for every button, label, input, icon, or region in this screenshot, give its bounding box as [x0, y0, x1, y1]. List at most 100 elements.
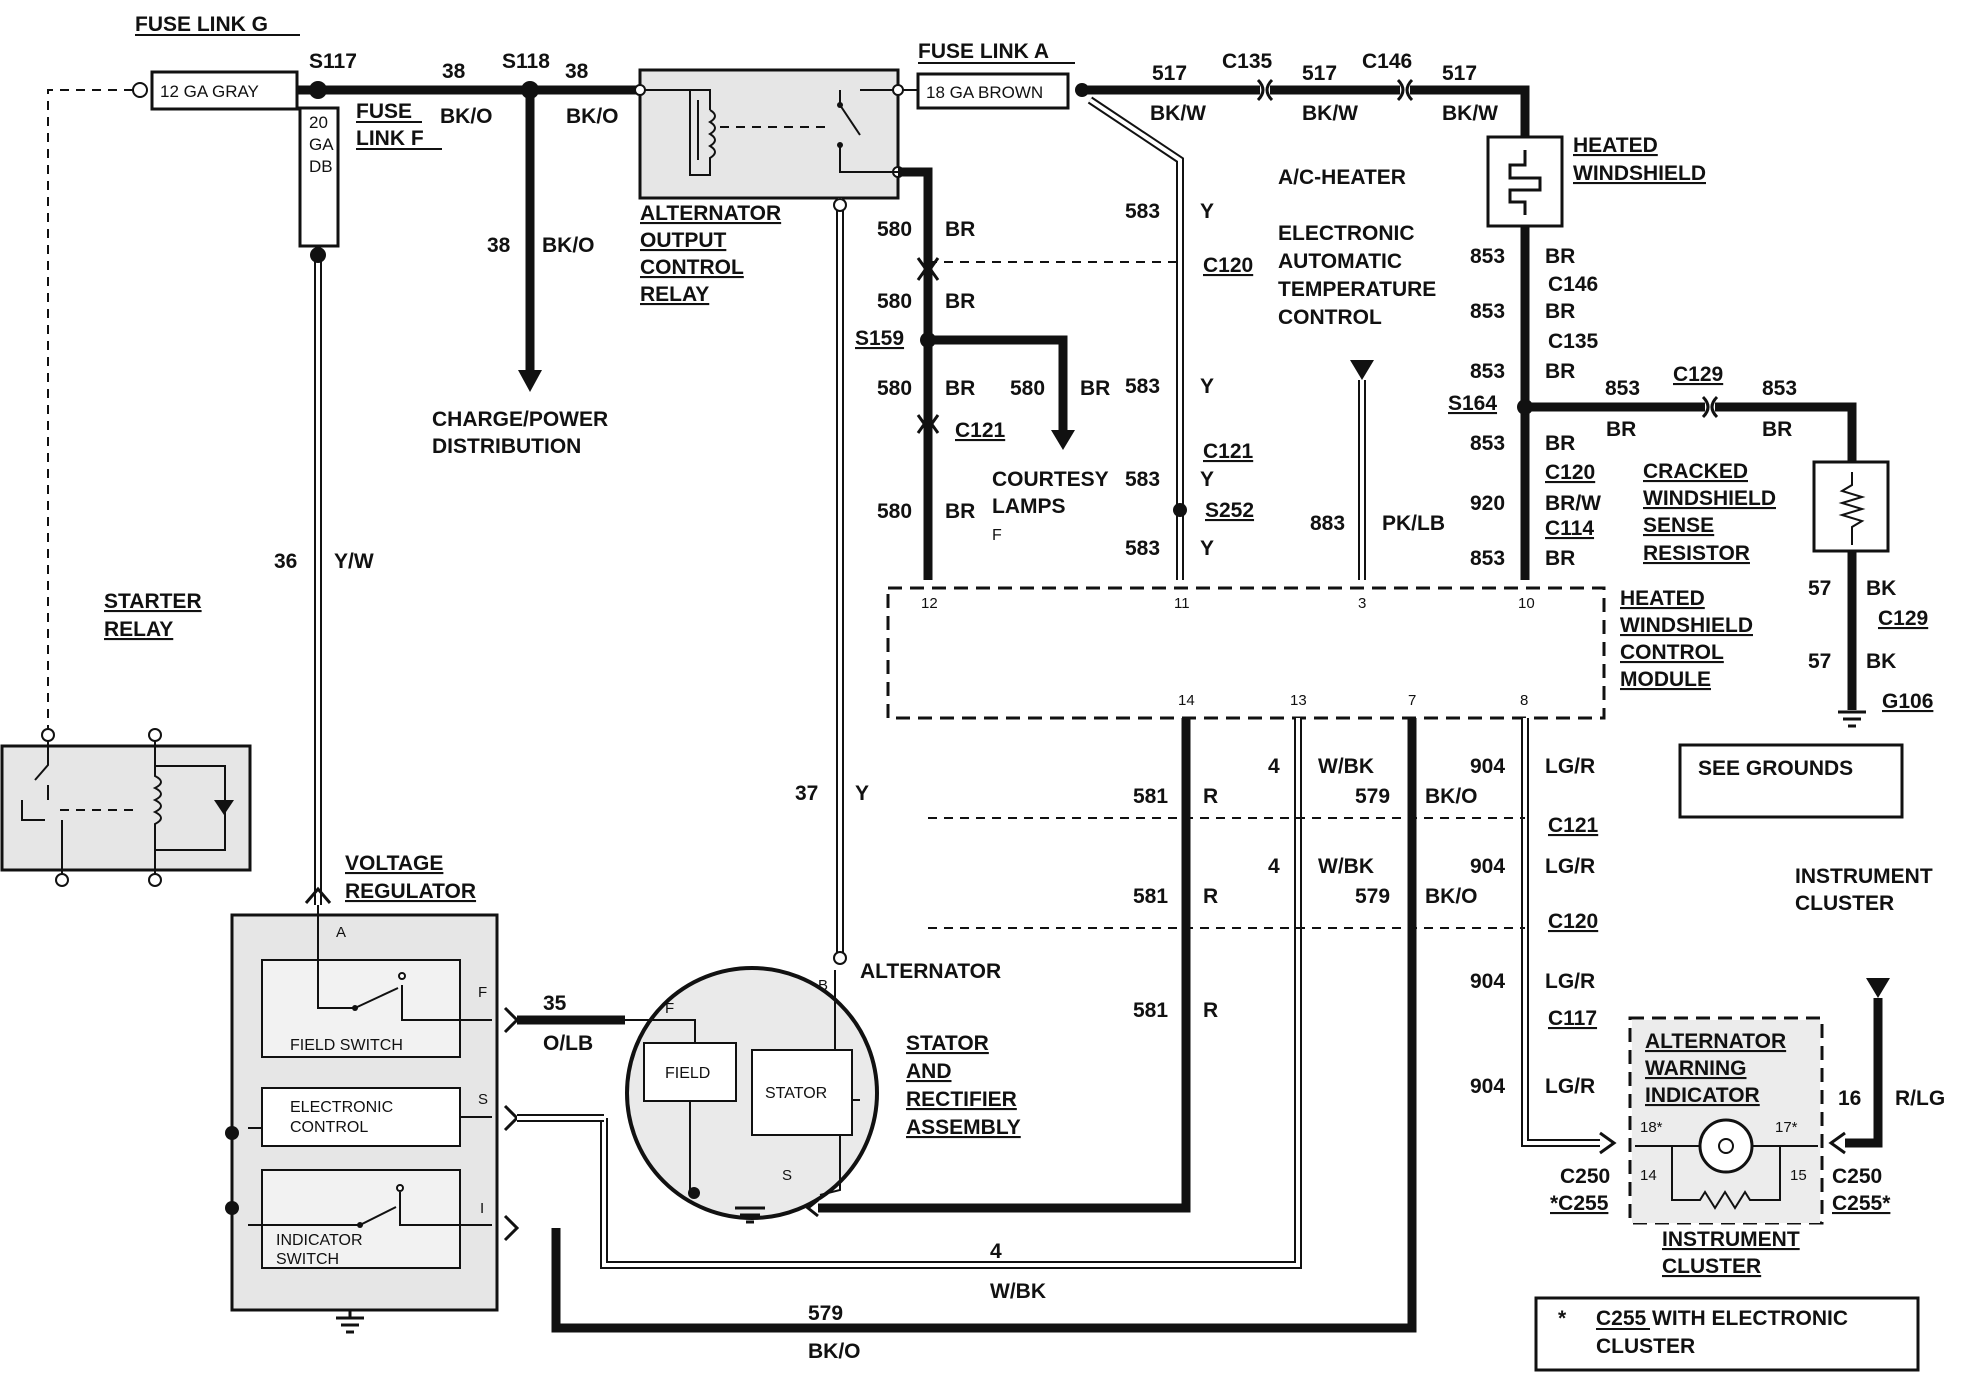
- diagram-label: RELAY: [640, 283, 709, 306]
- diagram-label: 580: [877, 377, 912, 400]
- fuse-link-f-label: FUSE: [356, 100, 412, 123]
- diagram-label: 3: [1358, 595, 1366, 612]
- diagram-label: LG/R: [1545, 755, 1595, 778]
- diagram-label: RELAY: [104, 618, 173, 641]
- diagram-label: 853: [1470, 360, 1505, 383]
- diagram-label: DB: [309, 157, 333, 176]
- diagram-label: TEMPERATURE: [1278, 278, 1436, 301]
- diagram-label: 581: [1133, 785, 1168, 808]
- diagram-label: C129: [1673, 363, 1723, 386]
- diagram-label: 4: [990, 1240, 1002, 1263]
- diagram-label: Y: [855, 782, 869, 805]
- diagram-label: BR: [1545, 360, 1575, 383]
- diagram-label: SWITCH: [276, 1251, 339, 1268]
- diagram-label: C121: [1548, 814, 1599, 837]
- diagram-label: 14: [1640, 1167, 1657, 1184]
- diagram-label: C250: [1560, 1165, 1610, 1188]
- diagram-label: 883: [1310, 512, 1345, 535]
- splice-s252: [1173, 503, 1187, 517]
- diagram-label: BR: [1545, 432, 1575, 455]
- diagram-label: Y/W: [334, 550, 374, 573]
- diagram-label: S117: [309, 50, 357, 73]
- diagram-label: LG/R: [1545, 970, 1595, 993]
- diagram-label: CONTROL: [1620, 641, 1724, 664]
- alternator-output-control-relay: ALTERNATOR OUTPUT CONTROL RELAY: [634, 68, 904, 306]
- diagram-label: LG/R: [1545, 855, 1595, 878]
- diagram-label: A/C-HEATER: [1278, 166, 1406, 189]
- alternator-output-control-relay-label: ALTERNATOR: [640, 202, 781, 225]
- diagram-label: OUTPUT: [640, 229, 727, 252]
- diagram-label: ALTERNATOR: [860, 960, 1001, 983]
- diagram-label: BR: [1545, 547, 1575, 570]
- diagram-label: CLUSTER: [1795, 892, 1894, 915]
- diagram-label: 517: [1152, 62, 1187, 85]
- voltage-regulator: VOLTAGE REGULATOR FIELD SWITCH ELECTRONI…: [225, 852, 499, 1334]
- diagram-label: HEATED: [1573, 134, 1658, 157]
- alternator-warning-indicator: ALTERNATOR WARNING INDICATOR 18* 17* 14 …: [1628, 1016, 1824, 1225]
- diagram-label: 18 GA BROWN: [926, 83, 1043, 102]
- diagram-label: ALTERNATOR: [1645, 1030, 1786, 1053]
- diagram-label: 581: [1133, 885, 1168, 908]
- diagram-label: BK/W: [1150, 102, 1206, 125]
- diagram-label: AUTOMATIC: [1278, 250, 1402, 273]
- diagram-label: R: [1203, 885, 1218, 908]
- diagram-label: 4: [1268, 755, 1280, 778]
- diagram-label: 17*: [1775, 1119, 1798, 1136]
- diagram-label: BK/O: [1425, 885, 1478, 908]
- diagram-label: C120: [1548, 910, 1598, 933]
- diagram-label: HEATED: [1620, 587, 1705, 610]
- diagram-label: BK/O: [440, 105, 493, 128]
- diagram-label: GA: [309, 135, 334, 154]
- diagram-label: B: [818, 977, 828, 994]
- charge-power-distribution-label: CHARGE/POWER: [432, 408, 608, 431]
- diagram-label: 920: [1470, 492, 1505, 515]
- diagram-label: 20: [309, 113, 328, 132]
- diagram-label: ELECTRONIC: [1278, 222, 1415, 245]
- fuse-link-a: 18 GA BROWN FUSE LINK A: [916, 40, 1075, 110]
- diagram-label: G106: [1882, 690, 1933, 713]
- diagram-label: *: [1558, 1307, 1567, 1330]
- diagram-label: W/BK: [1318, 755, 1374, 778]
- diagram-label: R: [1203, 999, 1218, 1022]
- diagram-label: INSTRUMENT: [1662, 1228, 1800, 1251]
- diagram-label: BK/O: [566, 105, 619, 128]
- diagram-label: F: [992, 527, 1002, 544]
- footnote-box: * C255 WITH ELECTRONIC CLUSTER: [1534, 1296, 1920, 1372]
- heated-windshield-control-module: 12 11 3 10 14 13 7 8 HEATED WINDSHIELD C…: [886, 586, 1753, 720]
- diagram-label: BR: [945, 218, 975, 241]
- diagram-label: W/BK: [1318, 855, 1374, 878]
- diagram-label: O/LB: [543, 1032, 593, 1055]
- diagram-label: BK/W: [1302, 102, 1358, 125]
- diagram-label: WINDSHIELD: [1643, 487, 1776, 510]
- diagram-label: 580: [877, 218, 912, 241]
- diagram-label: 57: [1808, 650, 1831, 673]
- fuse-link-g-rating: 12 GA GRAY: [160, 82, 259, 101]
- diagram-label: LINK F: [356, 127, 424, 150]
- diagram-label: CONTROL: [290, 1119, 368, 1136]
- diagram-label: W/BK: [990, 1280, 1046, 1303]
- diagram-label: Y: [1200, 200, 1214, 223]
- alternator: FIELD STATOR F B S ALTERNATOR STATOR AND…: [625, 960, 1021, 1224]
- courtesy-lamps-label: COURTESY LAMPS F: [992, 468, 1109, 544]
- diagram-label: BK: [1866, 577, 1896, 600]
- diagram-label: S118: [502, 50, 550, 73]
- diagram-label: 57: [1808, 577, 1831, 600]
- diagram-label: MODULE: [1620, 668, 1711, 691]
- diagram-label: 35: [543, 992, 567, 1015]
- diagram-label: 579: [1355, 785, 1390, 808]
- diagram-label: S159: [855, 327, 904, 350]
- splice-s117: [309, 81, 327, 99]
- diagram-label: 853: [1470, 432, 1505, 455]
- diagram-label: 12: [921, 595, 938, 612]
- diagram-label: C129: [1878, 607, 1928, 630]
- diagram-label: 8: [1520, 692, 1528, 709]
- diagram-label: BR: [945, 500, 975, 523]
- diagram-label: ASSEMBLY: [906, 1116, 1021, 1139]
- diagram-label: *C255: [1550, 1192, 1609, 1215]
- diagram-label: 583: [1125, 537, 1160, 560]
- diagram-label: C146: [1362, 50, 1412, 73]
- fuse-link-f-box: [298, 106, 340, 248]
- diagram-label: BK: [1866, 650, 1896, 673]
- diagram-label: 583: [1125, 375, 1160, 398]
- diagram-label: 37: [795, 782, 818, 805]
